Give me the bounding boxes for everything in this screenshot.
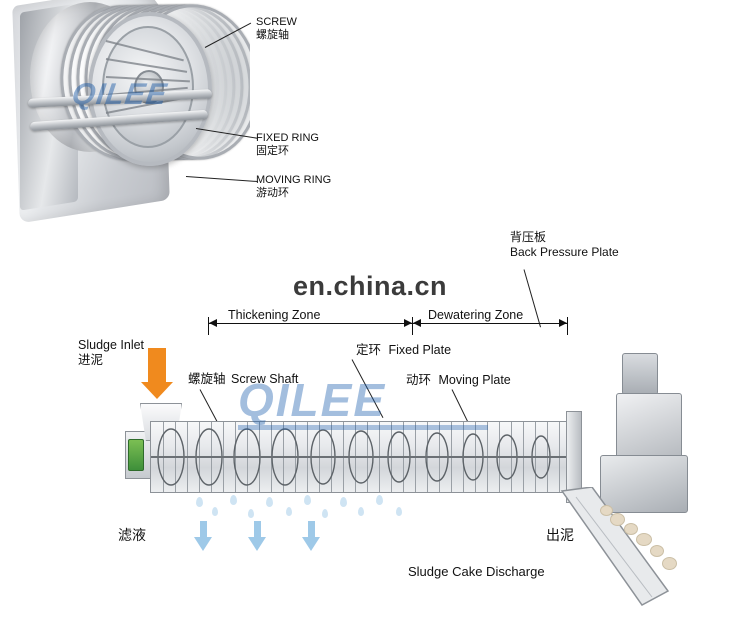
label-screw-en: SCREW	[256, 16, 297, 28]
label-back-pressure-plate-en: Back Pressure Plate	[510, 245, 619, 259]
label-cake-discharge: Sludge Cake Discharge	[408, 564, 545, 579]
zone-arrow-left	[209, 319, 217, 327]
filtrate-droplet	[396, 507, 402, 516]
label-moving-plate: 动环 Moving Plate	[406, 374, 511, 387]
drive-motor	[616, 393, 682, 459]
gearbox	[600, 455, 688, 513]
zone-arrow-right	[559, 319, 567, 327]
diagram-watermark-underline	[238, 425, 488, 430]
sludge-inlet-arrow	[141, 348, 173, 399]
label-dewatering-zone: Dewatering Zone	[428, 308, 524, 322]
process-diagram: 背压板 Back Pressure Plate en.china.cn Thic…	[0, 225, 750, 620]
label-fixed-plate-cn: 定环	[356, 343, 382, 357]
label-moving-plate-cn: 动环	[406, 373, 432, 387]
label-back-pressure-plate: 背压板 Back Pressure Plate	[510, 231, 619, 259]
label-sludge-inlet-cn: 进泥	[78, 353, 104, 367]
label-fixed-plate: 定环 Fixed Plate	[356, 344, 451, 357]
filtrate-droplet	[266, 497, 273, 507]
leader-line-back-pressure-plate	[523, 269, 542, 328]
watermark-text: en.china.cn	[292, 270, 448, 301]
sludge-cake-lump	[624, 523, 638, 535]
label-sludge-inlet: Sludge Inlet 进泥	[78, 339, 144, 367]
photo-watermark: QILEE	[69, 78, 170, 111]
filtrate-arrow-head	[302, 537, 320, 551]
zone-arrow-midright	[413, 319, 421, 327]
zone-tick-left	[208, 317, 209, 335]
filtrate-arrow-stem	[308, 521, 315, 537]
label-back-pressure-plate-cn: 背压板	[510, 230, 547, 244]
label-screw-shaft-en: Screw Shaft	[231, 372, 299, 386]
label-filtrate: 滤液	[118, 527, 146, 543]
filtrate-droplet	[304, 495, 311, 505]
filtrate-droplet	[212, 507, 218, 516]
bearing-seal	[128, 439, 144, 471]
label-screw-shaft-cn: 螺旋轴	[188, 372, 226, 386]
label-thickening-zone: Thickening Zone	[228, 308, 321, 322]
filtrate-droplet	[322, 509, 328, 518]
label-moving-ring-cn: 游动环	[256, 187, 289, 199]
filtrate-arrow-head	[248, 537, 266, 551]
label-fixed-plate-en: Fixed Plate	[388, 343, 452, 357]
label-fixed-ring-cn: 固定环	[256, 145, 289, 157]
label-sludge-inlet-en: Sludge Inlet	[78, 338, 145, 352]
filtrate-droplet	[230, 495, 237, 505]
screw-press-body	[150, 421, 572, 493]
label-screw-shaft: 螺旋轴 Screw Shaft	[188, 373, 298, 386]
screw-press-photo: QILEE	[10, 0, 250, 222]
zone-bracket	[208, 323, 568, 324]
filtrate-droplet	[358, 507, 364, 516]
label-screw: SCREW 螺旋轴	[256, 16, 297, 42]
label-moving-ring: MOVING RING 游动环	[256, 174, 331, 200]
diagram-watermark-logo: QILEE	[238, 374, 387, 426]
filtrate-droplet	[196, 497, 203, 507]
zone-arrow-midleft	[404, 319, 412, 327]
zone-tick-mid	[412, 317, 413, 335]
filtrate-arrow-stem	[254, 521, 261, 537]
filtrate-droplet	[340, 497, 347, 507]
label-fixed-ring-en: FIXED RING	[256, 132, 319, 144]
label-moving-ring-en: MOVING RING	[256, 174, 332, 186]
watermark-band	[232, 270, 504, 304]
sludge-cake-lump	[636, 533, 652, 546]
filtrate-arrow-stem	[200, 521, 207, 537]
sludge-cake-lump	[650, 545, 664, 557]
filtrate-droplet	[286, 507, 292, 516]
motor-fan-cover	[622, 353, 658, 395]
filtrate-arrow-head	[194, 537, 212, 551]
filtrate-droplet	[376, 495, 383, 505]
label-fixed-ring: FIXED RING 固定环	[256, 132, 319, 158]
label-sludge-out: 出泥	[546, 527, 574, 543]
discharge-chute	[560, 487, 670, 606]
label-moving-plate-en: Moving Plate	[438, 373, 511, 387]
zone-tick-right	[567, 317, 568, 335]
sludge-cake-lump	[662, 557, 677, 570]
screw-flight-graphic	[151, 428, 571, 486]
filtrate-droplet	[248, 509, 254, 518]
sludge-cake-lump	[600, 505, 613, 516]
label-screw-cn: 螺旋轴	[256, 29, 289, 41]
sludge-cake-lump	[610, 513, 625, 526]
